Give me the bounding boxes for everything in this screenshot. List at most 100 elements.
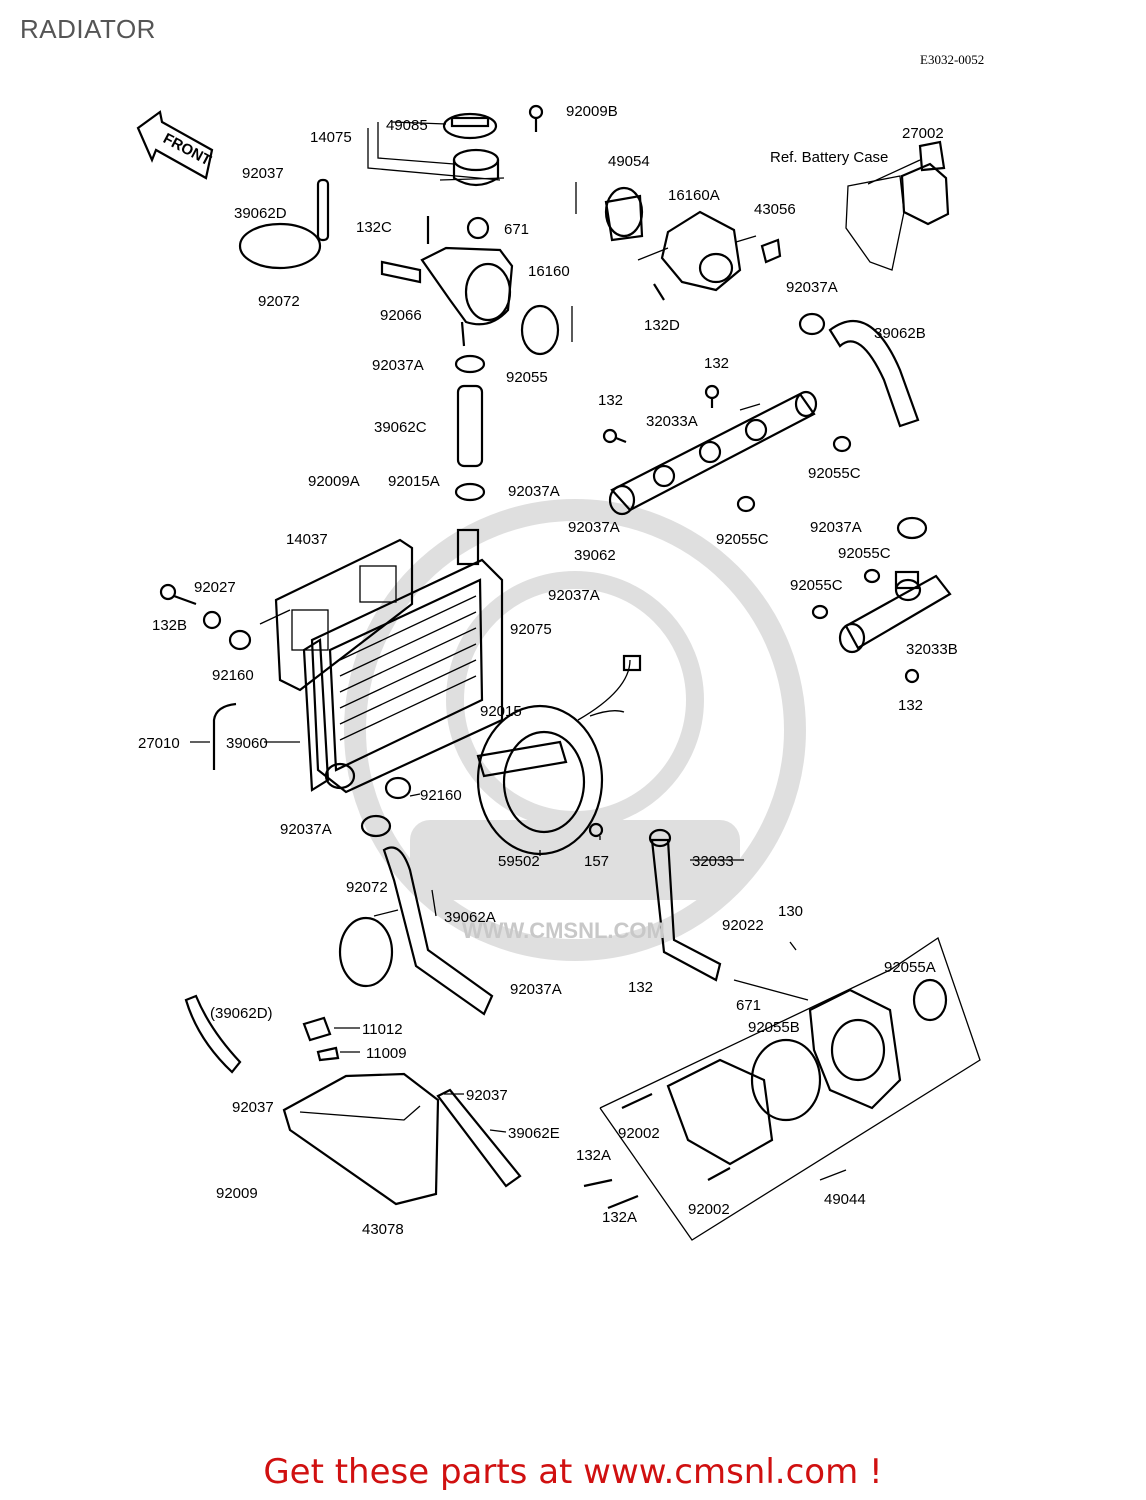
part-label[interactable]: 671 (736, 997, 761, 1014)
part-label[interactable]: 92022 (722, 917, 764, 934)
part-label[interactable]: 32033B (906, 641, 958, 658)
radiator-cover-43078 (282, 1072, 440, 1206)
part-label[interactable]: 27002 (902, 125, 944, 142)
part-label[interactable]: 14075 (310, 129, 352, 146)
leader-lines (190, 121, 921, 1181)
part-label[interactable]: 132 (704, 355, 729, 372)
part-label[interactable]: 92027 (194, 579, 236, 596)
part-label[interactable]: 27010 (138, 735, 180, 752)
part-label[interactable]: 39060 (226, 735, 268, 752)
part-label[interactable]: 92160 (420, 787, 462, 804)
hose-39062c (454, 354, 486, 502)
part-label[interactable]: 92037A (280, 821, 332, 838)
watermark-url: WWW.CMSNL.COM (462, 918, 665, 943)
o-rings-92055c (736, 435, 881, 620)
water-pipe-32033a (608, 390, 818, 516)
part-label[interactable]: 92009A (308, 473, 360, 490)
part-label[interactable]: 92037 (232, 1099, 274, 1116)
part-label[interactable]: 92009B (566, 103, 618, 120)
part-label[interactable]: 92055C (716, 531, 769, 548)
part-label[interactable]: 92075 (510, 621, 552, 638)
part-labels: 49085 92009B 14075 92037 49054 27002 161… (138, 103, 958, 1238)
cooling-fan-59502 (476, 654, 642, 856)
water-pipe-32033 (648, 828, 722, 982)
part-label[interactable]: 132C (356, 219, 392, 236)
radiator-core-39060 (302, 528, 504, 794)
part-label[interactable]: 157 (584, 853, 609, 870)
part-label[interactable]: 49085 (386, 117, 428, 134)
part-label[interactable]: 130 (778, 903, 803, 920)
part-label[interactable]: 49044 (824, 1191, 866, 1208)
part-label[interactable]: 11009 (366, 1045, 407, 1062)
o-ring-92055 (520, 304, 560, 356)
part-label[interactable]: 16160A (668, 187, 720, 204)
part-label[interactable]: 39062A (444, 909, 496, 926)
water-pump-49044 (599, 936, 981, 1241)
part-label[interactable]: 92072 (258, 293, 300, 310)
part-label[interactable]: 92037A (510, 981, 562, 998)
part-label[interactable]: 49054 (608, 153, 650, 170)
thermostat-part (604, 186, 644, 242)
part-label[interactable]: 132B (152, 617, 187, 634)
part-label[interactable]: 39062B (874, 325, 926, 342)
part-label[interactable]: 92002 (618, 1125, 660, 1142)
page-title: RADIATOR (20, 14, 156, 44)
hose-39062e (436, 1088, 522, 1188)
part-label[interactable]: 92002 (688, 1201, 730, 1218)
part-label[interactable]: 39062 (574, 547, 616, 564)
part-label[interactable]: 39062E (508, 1125, 560, 1142)
part-label[interactable]: 92037A (372, 357, 424, 374)
part-label[interactable]: 92037A (786, 279, 838, 296)
part-label[interactable]: 671 (504, 221, 529, 238)
part-label[interactable]: 32033A (646, 413, 698, 430)
part-label[interactable]: 11012 (362, 1021, 403, 1038)
part-label[interactable]: 43078 (362, 1221, 404, 1238)
part-label[interactable]: 92037 (242, 165, 284, 182)
ref-battery-case-note: Ref. Battery Case (770, 149, 888, 166)
part-label[interactable]: 92055B (748, 1019, 800, 1036)
thermostat-cover-part (653, 210, 742, 301)
part-label[interactable]: 92055C (838, 545, 891, 562)
part-label[interactable]: 92037A (548, 587, 600, 604)
grommets-92160 (202, 610, 412, 800)
part-label[interactable]: 32033 (692, 853, 734, 870)
part-label[interactable]: 92055A (884, 959, 936, 976)
part-label[interactable]: 92055C (808, 465, 861, 482)
part-label[interactable]: 92055 (506, 369, 548, 386)
part-label[interactable]: 14037 (286, 531, 328, 548)
part-label[interactable]: 43056 (754, 201, 796, 218)
part-label[interactable]: 132D (644, 317, 680, 334)
reserve-tank-part (845, 140, 950, 271)
temperature-sensor-43056 (760, 238, 782, 264)
part-label[interactable]: 132 (628, 979, 653, 996)
water-pipe-32033b (838, 570, 952, 684)
part-label[interactable]: 92072 (346, 879, 388, 896)
part-label[interactable]: 132 (898, 697, 923, 714)
footer-promo-link[interactable]: Get these parts at www.cmsnl.com ! (263, 1452, 883, 1492)
part-label[interactable]: 132 (598, 392, 623, 409)
part-label[interactable]: 92055C (790, 577, 843, 594)
part-label[interactable]: 92015 (480, 703, 522, 720)
part-label[interactable]: 132A (576, 1147, 611, 1164)
band-92072 (238, 222, 394, 988)
part-label[interactable]: 92066 (380, 307, 422, 324)
part-label[interactable]: 39062D (234, 205, 287, 222)
part-label[interactable]: 92037A (508, 483, 560, 500)
part-label[interactable]: 16160 (528, 263, 570, 280)
part-label[interactable]: 92160 (212, 667, 254, 684)
part-label[interactable]: 92037A (810, 519, 862, 536)
part-label[interactable]: 92037A (568, 519, 620, 536)
cms-watermark-logo (344, 499, 806, 961)
radiator-cap-part (439, 112, 505, 187)
part-label[interactable]: 92015A (388, 473, 440, 490)
clamp-92037a-right (896, 516, 928, 540)
part-label[interactable]: 39062C (374, 419, 427, 436)
hose-39062b (798, 312, 920, 428)
part-label[interactable]: 132A (602, 1209, 637, 1226)
part-label[interactable]: 92037 (466, 1087, 508, 1104)
part-label[interactable]: 59502 (498, 853, 540, 870)
bolt-132b (159, 583, 197, 606)
part-label[interactable]: 92009 (216, 1185, 258, 1202)
part-label[interactable]: (39062D) (210, 1005, 273, 1022)
diagram-code: E3032-0052 (920, 52, 985, 67)
